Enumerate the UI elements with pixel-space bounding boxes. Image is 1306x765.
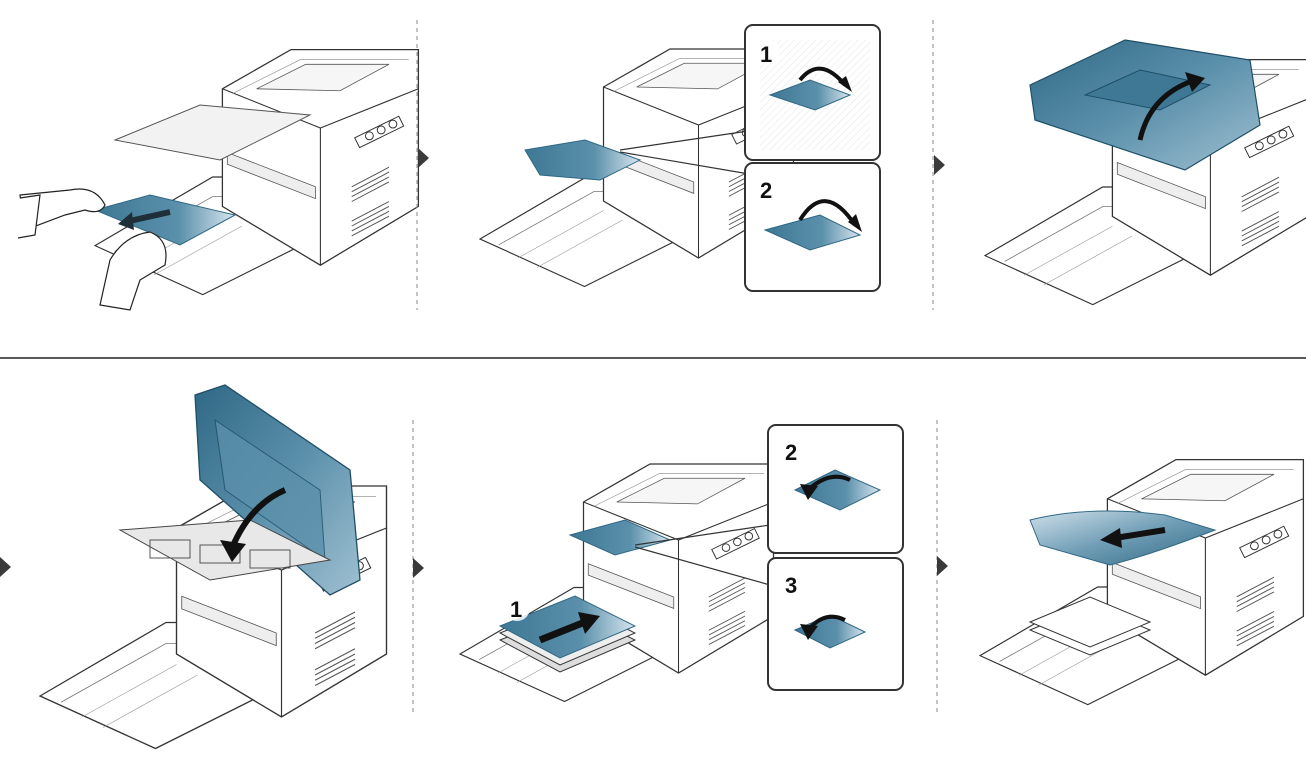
rotate-arrow-icon bbox=[798, 199, 857, 227]
curved-down-arrow-icon bbox=[229, 487, 287, 550]
callout-panel-1: 1 bbox=[744, 24, 881, 161]
paper-stack: 1 bbox=[498, 595, 637, 673]
row1-step1-pull-jammed-paper bbox=[17, 48, 420, 311]
callout-panel-3: 3 bbox=[767, 557, 904, 691]
step-arrow-icon bbox=[0, 557, 11, 577]
row1-step3-open-cover bbox=[984, 39, 1306, 306]
row2-step2-reload-paper: 1 2 3 bbox=[459, 424, 904, 703]
row2-step1-close-cover bbox=[39, 384, 388, 750]
callout-number-1: 1 bbox=[760, 42, 772, 67]
row2-step3-paper-output bbox=[979, 458, 1305, 706]
step-arrow-icon bbox=[934, 155, 945, 175]
curved-up-arrow-icon bbox=[1137, 77, 1196, 141]
output-arrow-icon bbox=[1114, 527, 1166, 541]
row1-step2-fold-support: 1 2 bbox=[479, 24, 881, 292]
callout-number-2: 2 bbox=[785, 440, 797, 465]
callout-panel-2: 2 bbox=[767, 424, 904, 554]
callout-panel-2: 2 bbox=[744, 162, 881, 292]
callout-number-3: 3 bbox=[785, 573, 797, 598]
push-arrow-icon bbox=[538, 618, 587, 644]
hands-icon bbox=[17, 188, 167, 311]
callout-number-2: 2 bbox=[760, 178, 772, 203]
stack-number-1: 1 bbox=[510, 597, 522, 622]
step-arrow-icon bbox=[418, 148, 429, 168]
step-arrow-icon bbox=[413, 558, 424, 578]
step-arrow-icon bbox=[937, 556, 948, 576]
